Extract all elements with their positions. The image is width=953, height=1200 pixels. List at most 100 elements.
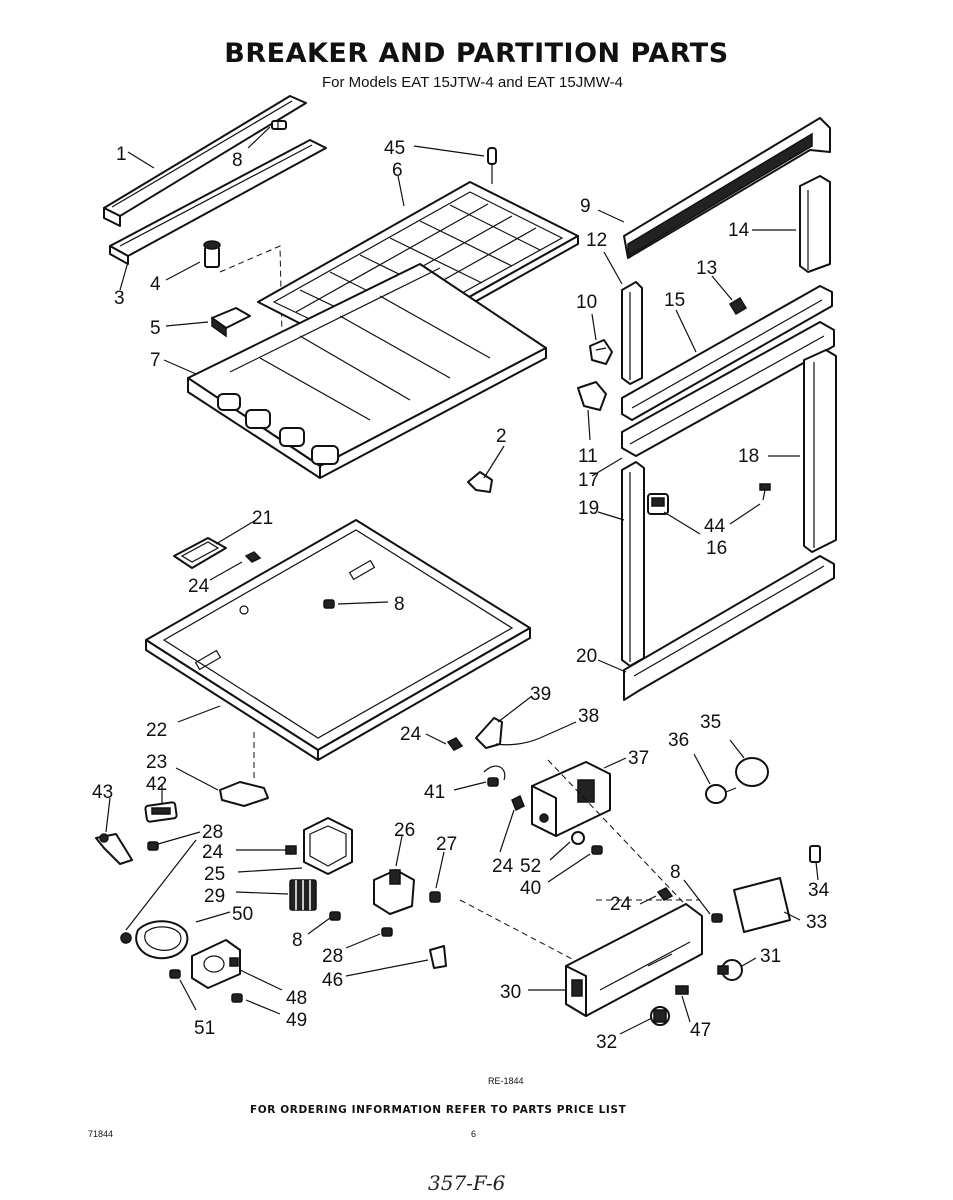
part-17-strip [621,321,835,457]
part-42-socket-cover [144,801,178,823]
part-30-control-panel [565,903,703,1017]
callout-28: 28 [202,822,223,843]
callout-2: 2 [496,426,507,447]
callout-18: 18 [738,446,759,467]
assembly-line [547,759,701,921]
leader-lines [105,126,819,1035]
callout-15: 15 [664,290,685,311]
callout-45: 45 [384,138,405,159]
part-41-screw [483,765,506,787]
part-52-washer [571,831,585,845]
callout-24: 24 [400,724,422,745]
part-51-screw [169,969,181,979]
callout-7: 7 [150,350,161,371]
part-50-harness-loop [135,920,189,960]
callout-33: 33 [806,912,827,933]
part-14-side-strip [799,175,831,273]
callout-10: 10 [576,292,597,313]
part-24-nut-center [446,737,464,751]
callout-4: 4 [150,274,161,295]
callout-46: 46 [322,970,343,991]
callout-47: 47 [690,1020,711,1041]
part-13-clip [728,296,748,316]
part-47-clip [675,985,689,995]
callout-8: 8 [232,150,243,171]
callout-32: 32 [596,1032,617,1053]
callout-27: 27 [436,834,457,855]
callout-19: 19 [578,498,599,519]
part-10-bracket [589,339,613,365]
callout-52: 52 [520,856,541,877]
part-18-side-strip [803,349,837,553]
part-34-screw [809,845,821,863]
part-37-control-housing [531,761,611,837]
page-title: BREAKER AND PARTITION PARTS [224,38,729,69]
callout-13: 13 [696,258,717,279]
callout-49: 49 [286,1010,307,1031]
callout-51: 51 [194,1018,215,1039]
callout-16: 16 [706,538,727,559]
part-8-screw-panel [711,913,723,923]
part-2-clip [467,471,493,493]
part-31-switch [717,959,743,981]
part-9-top-strip [623,117,831,259]
part-24-nut [244,551,262,563]
part-15-middle-strip [621,285,833,421]
part-12-side-strip [621,281,643,385]
diagram-code: RE-1844 [488,1076,524,1086]
callout-44: 44 [704,516,726,537]
part-22-partition-panel [145,519,531,761]
part-4-plug [203,240,221,268]
page-subtitle: For Models EAT 15JTW-4 and EAT 15JMW-4 [322,74,623,91]
callout-38: 38 [578,706,599,727]
callout-9: 9 [580,196,591,217]
callout-8: 8 [394,594,405,615]
part-3-trim-strip [109,139,327,265]
callout-24: 24 [202,842,224,863]
part-33-cover [733,877,791,933]
part-38-wire [495,737,541,746]
part-23-lamp-socket [219,781,269,807]
callout-24: 24 [492,856,514,877]
callout-40: 40 [520,878,541,899]
part-7-breaker-tray [187,263,547,479]
callout-25: 25 [204,864,225,885]
callout-37: 37 [628,748,649,769]
callout-5: 5 [150,318,161,339]
callout-6: 6 [392,160,403,181]
part-8-screw-lower [329,911,341,921]
callout-31: 31 [760,946,781,967]
callout-26: 26 [394,820,415,841]
part-24-nut-housing [511,794,525,812]
part-19-side-strip [621,461,645,667]
callout-24: 24 [610,894,632,915]
part-24-nut-lower [120,932,132,944]
callout-28: 28 [322,946,343,967]
part-39-lamp-shield [475,717,503,749]
part-8-screw-mid [323,599,335,609]
callout-34: 34 [808,880,830,901]
part-29-terminal-block [289,879,317,911]
part-49-screw [231,993,243,1003]
part-20-bottom-strip [623,555,835,701]
callout-14: 14 [728,220,750,241]
callout-1: 1 [116,144,127,165]
assembly-line [459,899,575,961]
part-26-thermostat [373,869,415,915]
part-1-trim-strip [103,95,307,227]
callout-43: 43 [92,782,113,803]
part-11-bracket [577,381,607,411]
part-5-block [211,307,251,338]
part-21-gasket [173,537,227,569]
callout-41: 41 [424,782,445,803]
part-8-screw-top [271,120,287,130]
part-46-clip [429,945,447,969]
part-27-screw [429,891,441,903]
part-32-switch [650,1006,670,1026]
part-35-knob [735,757,769,787]
callout-29: 29 [204,886,225,907]
callout-21: 21 [252,508,273,529]
callout-30: 30 [500,982,521,1003]
callout-12: 12 [586,230,607,251]
